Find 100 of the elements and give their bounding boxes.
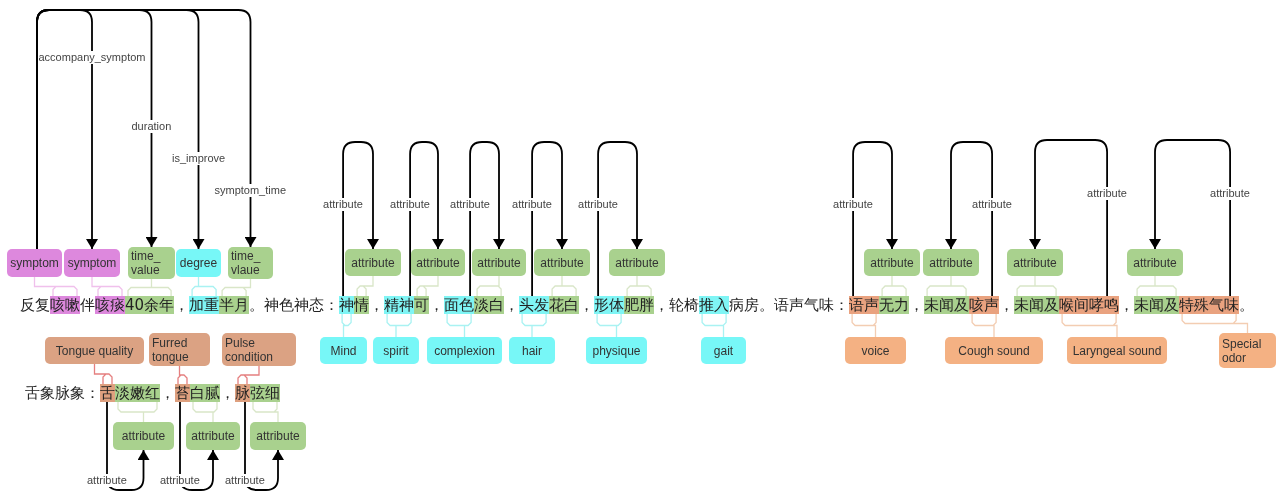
highlighted-span: 未闻及 <box>924 296 970 314</box>
highlighted-span: 咳嗽 <box>50 296 80 314</box>
bracket-connector <box>386 313 412 338</box>
bracket-connector <box>881 275 907 297</box>
entity-label: time_ vlaue <box>228 247 273 279</box>
relation-arrow <box>945 141 993 297</box>
entity-label: attribute <box>411 249 465 276</box>
bracket-connector <box>33 276 78 297</box>
highlighted-span: 加重 <box>189 296 220 314</box>
entity-label: attribute <box>609 249 665 276</box>
bracket-connector <box>1181 313 1249 334</box>
sentence-fragment: ， <box>504 296 520 314</box>
edge-label: attribute <box>449 197 491 211</box>
entity-label: attribute <box>186 422 240 450</box>
bracket-connector <box>851 313 877 338</box>
highlighted-span: 特殊气味 <box>1179 296 1240 314</box>
highlighted-span: 可 <box>414 296 430 314</box>
entity-label: Tongue quality <box>45 337 144 364</box>
entity-label: attribute <box>534 249 590 276</box>
bracket-connector <box>1061 313 1118 338</box>
edge-label: attribute <box>1086 186 1128 200</box>
edge-label: attribute <box>322 197 364 211</box>
highlighted-span: 喉间哮鸣 <box>1059 296 1120 314</box>
bracket-connector <box>237 365 260 385</box>
sentence-fragment: ， <box>160 384 175 402</box>
entity-label: attribute <box>1007 249 1063 276</box>
highlighted-span: 面色 <box>444 296 475 314</box>
entity-label: Pulse condition <box>222 333 296 366</box>
highlighted-span: 40余年 <box>125 296 175 314</box>
bracket-connector <box>926 275 967 297</box>
entity-label: attribute <box>113 422 174 450</box>
sentence-fragment: 。 <box>1239 296 1255 314</box>
highlighted-span: 咳声 <box>969 296 1000 314</box>
relation-arrow <box>469 141 505 297</box>
relation-arrow <box>531 141 568 297</box>
bracket-connector <box>91 276 123 297</box>
highlighted-span: 舌 <box>100 384 115 402</box>
entity-label: complexion <box>427 337 502 364</box>
sentence-fragment: 反复 <box>20 296 50 314</box>
bracket-connector <box>192 401 218 423</box>
sentence-fragment: 。神色神态： <box>249 296 340 314</box>
edge-label: attribute <box>389 197 431 211</box>
bracket-connector <box>177 365 188 385</box>
bracket-connector <box>252 401 279 423</box>
relation-arrow <box>597 141 643 297</box>
sentence-fragment: 病房。语声气味： <box>729 296 850 314</box>
sentence-fragment: 舌象脉象： <box>25 384 100 402</box>
entity-label: attribute <box>250 422 306 450</box>
bracket-connector <box>1016 275 1057 297</box>
highlighted-span: 淡嫩红 <box>115 384 160 402</box>
sentence-fragment: ， <box>909 296 925 314</box>
entity-label: Cough sound <box>945 337 1043 364</box>
highlighted-span: 精神 <box>384 296 415 314</box>
bracket-connector <box>626 275 652 297</box>
entity-label: attribute <box>864 249 920 276</box>
bracket-connector <box>93 363 113 385</box>
sentence-fragment: ， <box>220 384 235 402</box>
relation-arrow <box>1149 139 1231 297</box>
sentence-fragment: ， <box>174 296 190 314</box>
entity-label: Special odor <box>1219 333 1276 368</box>
sentence-fragment: ， <box>429 296 445 314</box>
entity-label: symptom <box>7 249 62 277</box>
highlighted-span: 头发 <box>519 296 550 314</box>
entity-label: time_ value <box>128 247 175 279</box>
entity-label: hair <box>509 337 555 364</box>
edge-label: attribute <box>511 197 553 211</box>
edge-label: accompany_symptom <box>37 50 147 64</box>
entity-label: attribute <box>345 249 401 276</box>
highlighted-span: 白腻 <box>190 384 220 402</box>
bracket-connector <box>551 275 577 297</box>
bracket-connector <box>416 275 439 297</box>
entity-label: attribute <box>472 249 526 276</box>
highlighted-span: 半月 <box>219 296 250 314</box>
bracket-connector <box>221 278 252 297</box>
edge-label: duration <box>130 119 173 133</box>
highlighted-span: 情 <box>354 296 370 314</box>
entity-label: Laryngeal sound <box>1067 337 1167 364</box>
highlighted-span: 无力 <box>879 296 910 314</box>
highlighted-span: 脉 <box>235 384 250 402</box>
sentence-fragment: ， <box>369 296 385 314</box>
entity-label: attribute <box>1127 249 1183 276</box>
highlighted-span: 肥胖 <box>624 296 655 314</box>
relation-arrow <box>852 141 898 297</box>
edge-label: attribute <box>224 473 266 487</box>
sentence-fragment: ， <box>999 296 1015 314</box>
edge-label: symptom_time <box>213 183 288 197</box>
entity-label: Furred tongue <box>149 333 210 366</box>
bracket-connector <box>127 278 172 297</box>
entity-label: degree <box>176 249 221 277</box>
bracket-connector <box>356 275 374 297</box>
relation-arrow <box>36 9 257 250</box>
highlighted-span: 语声 <box>849 296 880 314</box>
entity-label: spirit <box>373 337 419 364</box>
highlighted-span: 弦细 <box>250 384 280 402</box>
edge-label: is_improve <box>171 151 227 165</box>
highlighted-span: 花白 <box>549 296 580 314</box>
bracket-connector <box>521 313 547 338</box>
edge-label: attribute <box>971 197 1013 211</box>
bracket-connector <box>341 313 352 338</box>
highlighted-span: 未闻及 <box>1134 296 1180 314</box>
